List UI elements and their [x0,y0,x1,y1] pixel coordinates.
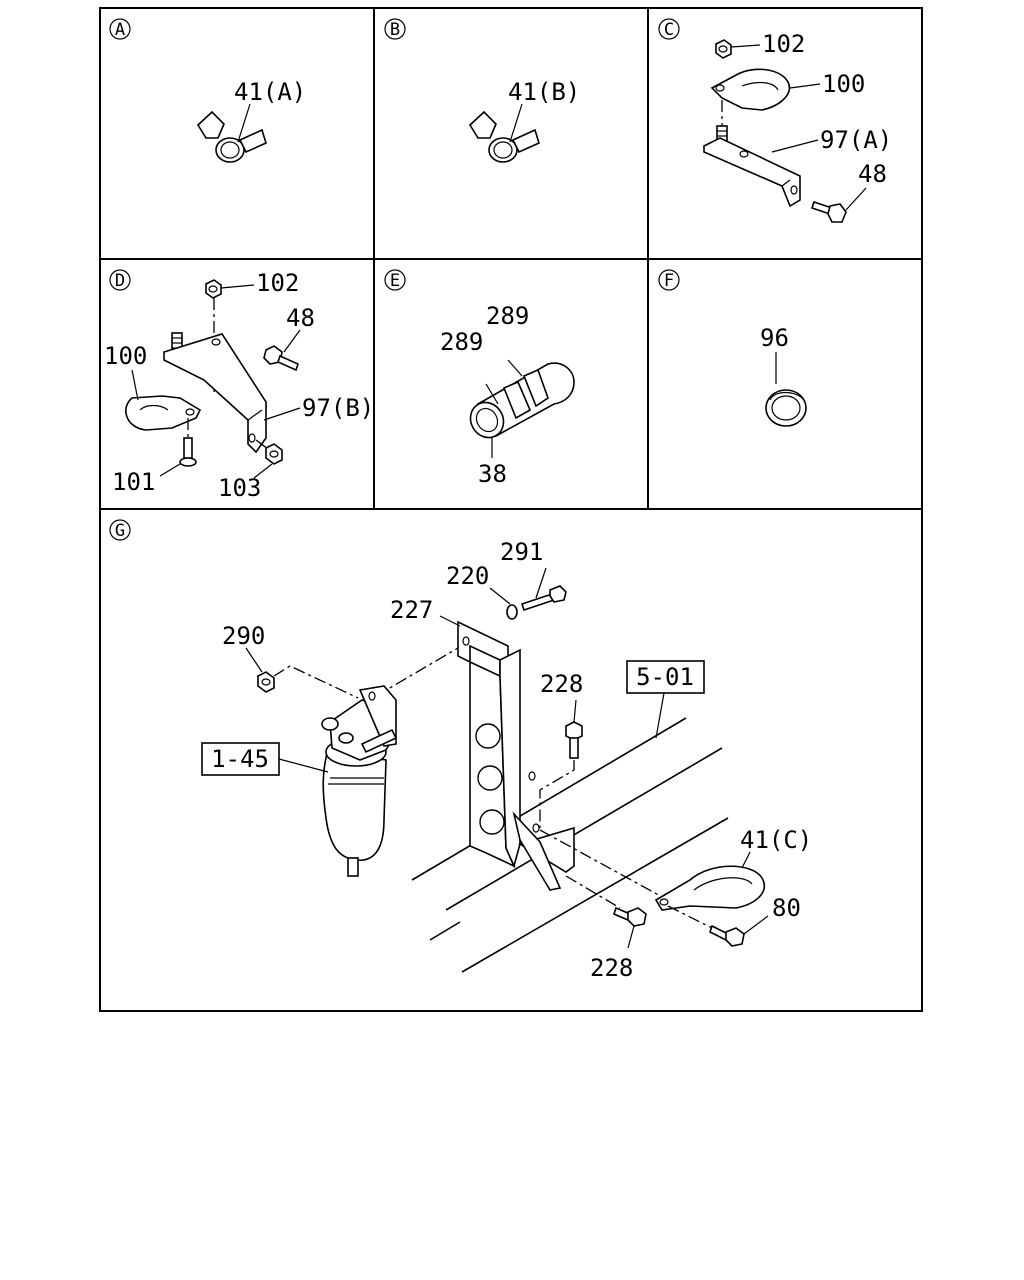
label-48-c: 48 [858,160,887,188]
panel-a: A 41(A) [109,18,306,163]
panel-g-marker: G [109,519,131,541]
frame-rail [411,717,729,973]
bolt-icon [810,200,847,223]
label-96: 96 [760,324,789,352]
label-102-d: 102 [256,269,299,297]
panel-d-marker: D [109,269,131,291]
label-227: 227 [390,596,433,624]
bolt-228-upper-icon [565,721,583,759]
wing-clip-icon [196,110,267,163]
panel-g: G 291 [109,519,812,982]
panel-f-marker: F [658,269,680,291]
label-290: 290 [222,622,265,650]
label-97b: 97(B) [302,394,374,422]
nut-icon [205,279,222,299]
label-100-d: 100 [104,342,147,370]
panel-d-letter: D [115,271,125,291]
bracket-97a-icon [703,137,801,208]
label-41c: 41(C) [740,826,812,854]
bracket-227-icon [457,620,575,891]
panel-a-letter: A [115,20,125,40]
label-289-a: 289 [440,328,483,356]
label-48-d: 48 [286,304,315,332]
panel-c-marker: C [658,18,680,40]
label-291: 291 [500,538,543,566]
label-97a: 97(A) [820,126,892,154]
label-80: 80 [772,894,801,922]
label-289-b: 289 [486,302,529,330]
loop-clamp-icon [125,395,202,431]
panel-f-letter: F [664,271,674,291]
hose-icon [469,362,575,439]
label-101: 101 [112,468,155,496]
panel-e: E 289 289 38 [384,269,575,488]
panel-a-marker: A [109,18,131,40]
panel-c: C 102 100 97(A) [658,18,892,223]
ref-box-5-01 [626,660,705,694]
screw-icon [179,437,197,467]
bolt-291-icon [520,585,567,612]
panel-e-marker: E [384,269,406,291]
bolt-228-lower-icon [613,906,647,927]
panel-c-letter: C [664,20,674,40]
bolt-80-icon [709,924,745,947]
panel-b-letter: B [390,20,400,40]
panel-d: D 102 48 97(B) [104,269,374,502]
bracket-97b-icon [163,333,267,454]
nut-290-icon [257,671,275,693]
washer-220-icon [506,604,518,620]
label-38: 38 [478,460,507,488]
label-41a: 41(A) [234,78,306,106]
label-228-upper: 228 [540,670,583,698]
ref-5-01: 5-01 [636,663,694,691]
loop-clamp-41c-icon [654,865,765,911]
bolt-icon [263,345,299,372]
label-100-c: 100 [822,70,865,98]
panel-b-marker: B [384,18,406,40]
label-41b: 41(B) [508,78,580,106]
panel-g-letter: G [115,521,125,541]
label-228-lower: 228 [590,954,633,982]
fuel-filter-icon [321,685,398,877]
nut-icon [715,39,732,59]
loop-clamp-icon [710,68,791,111]
nut-icon [265,443,283,465]
label-103: 103 [218,474,261,502]
label-102-c: 102 [762,30,805,58]
panel-b: B 41(B) [384,18,580,163]
wing-clip-icon [468,110,540,163]
grommet-icon [765,389,807,427]
panel-f: F 96 [658,269,807,427]
label-220: 220 [446,562,489,590]
panel-e-letter: E [390,271,400,291]
panel-grid [99,7,923,1012]
ref-1-45: 1-45 [211,745,269,773]
